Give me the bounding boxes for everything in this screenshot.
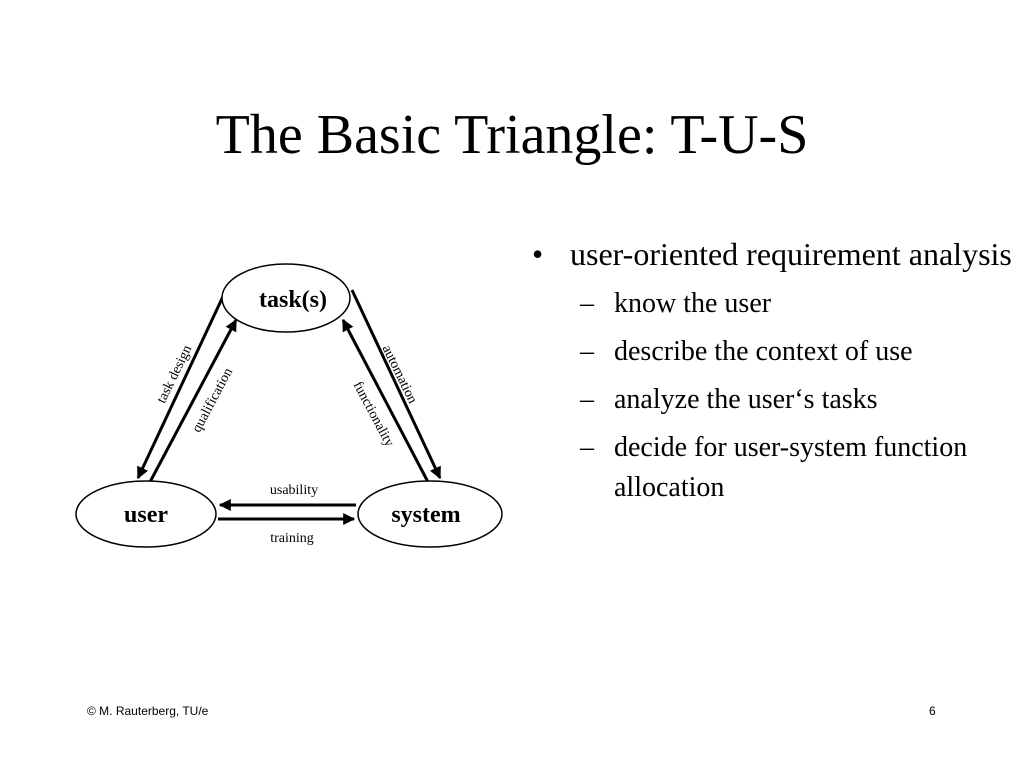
user-node-label: user xyxy=(124,502,168,528)
sub-bullet-item: –decide for user-system function allocat… xyxy=(532,428,1012,508)
dash-marker: – xyxy=(580,336,594,367)
dash-marker: – xyxy=(580,384,594,415)
sub-bullet-text: decide for user-system function allocati… xyxy=(614,432,968,503)
usability-label: usability xyxy=(270,483,318,498)
dash-marker: – xyxy=(580,432,594,463)
qualification-arrow xyxy=(148,318,238,483)
sub-bullet-item: –know the user xyxy=(532,284,1012,324)
sub-bullet-text: analyze the user‘s tasks xyxy=(614,384,878,415)
sub-bullet-text: describe the context of use xyxy=(614,336,913,367)
bullet-text: user-oriented requirement analysis xyxy=(570,236,1012,272)
system-node xyxy=(357,480,503,548)
slide-title: The Basic Triangle: T-U-S xyxy=(215,104,809,166)
page-number: 6 xyxy=(929,704,936,718)
bullet-list: • user-oriented requirement analysis –kn… xyxy=(532,232,1012,508)
user-node xyxy=(75,480,217,548)
sub-bullet-list: –know the user –describe the context of … xyxy=(532,284,1012,508)
task-design-arrow xyxy=(136,289,228,480)
task-node xyxy=(221,263,351,333)
sub-bullet-text: know the user xyxy=(614,288,772,319)
copyright-footer: © M. Rauterberg, TU/e xyxy=(87,704,209,718)
automation-arrow xyxy=(350,289,442,480)
bullet-item: • user-oriented requirement analysis xyxy=(532,232,1012,276)
dash-marker: – xyxy=(580,288,594,319)
system-node-label: system xyxy=(391,502,460,528)
functionality-label: functionality xyxy=(350,379,397,449)
training-label: training xyxy=(270,531,314,546)
sub-bullet-item: –describe the context of use xyxy=(532,332,1012,372)
qualification-label: qualification xyxy=(190,366,236,436)
task-node-label: task(s) xyxy=(259,287,327,313)
functionality-arrow xyxy=(341,318,430,483)
bullet-marker: • xyxy=(532,236,544,272)
sub-bullet-item: –analyze the user‘s tasks xyxy=(532,380,1012,420)
